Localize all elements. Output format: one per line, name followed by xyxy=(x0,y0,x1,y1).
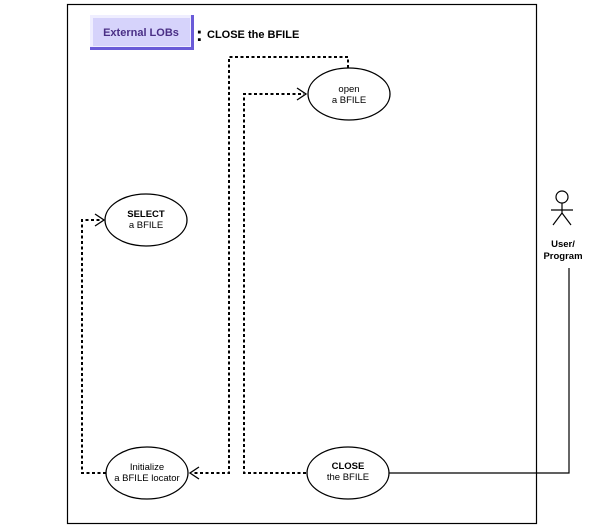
use-case-ellipse xyxy=(105,446,189,500)
use-case-label-line1: Initialize xyxy=(130,462,164,473)
use-case-ellipse xyxy=(306,446,390,500)
arrowhead-icon xyxy=(296,87,308,101)
use-case-label-line1: open xyxy=(338,84,359,95)
badge-background xyxy=(93,18,190,46)
badge-label: External LOBs xyxy=(103,27,179,39)
association-actor-close xyxy=(389,268,570,474)
stick-figure-icon xyxy=(551,190,573,226)
use-case-select[interactable]: SELECT a BFILE xyxy=(104,193,188,247)
use-case-label-line2: a BFILE xyxy=(129,220,163,231)
dependency-initialize-to-select xyxy=(81,219,106,474)
use-case-label-line2: a BFILE locator xyxy=(114,473,179,484)
diagram-title: CLOSE the BFILE xyxy=(207,29,299,41)
use-case-label-line2: a BFILE xyxy=(332,95,366,106)
arrowhead-icon xyxy=(94,213,106,227)
title-separator: : xyxy=(196,24,203,46)
use-case-label-line1: SELECT xyxy=(127,209,165,220)
use-case-close[interactable]: CLOSE the BFILE xyxy=(306,446,390,500)
external-lobs-badge: External LOBs xyxy=(90,15,194,50)
system-boundary xyxy=(66,3,538,525)
actor-label-line2: Program xyxy=(543,251,582,262)
actor-user-program[interactable]: User/ Program xyxy=(543,190,583,262)
dependency-close-to-open xyxy=(243,93,306,474)
use-case-label-line2: the BFILE xyxy=(327,472,369,483)
actor-label-line1: User/ xyxy=(551,239,575,250)
use-case-ellipse xyxy=(104,193,188,247)
use-case-ellipse xyxy=(307,67,391,121)
use-case-label-line1: CLOSE xyxy=(332,461,365,472)
arrowhead-icon xyxy=(188,466,200,480)
use-case-open[interactable]: open a BFILE xyxy=(307,67,391,121)
dependency-open-to-initialize xyxy=(192,56,349,474)
use-case-initialize[interactable]: Initialize a BFILE locator xyxy=(105,446,189,500)
